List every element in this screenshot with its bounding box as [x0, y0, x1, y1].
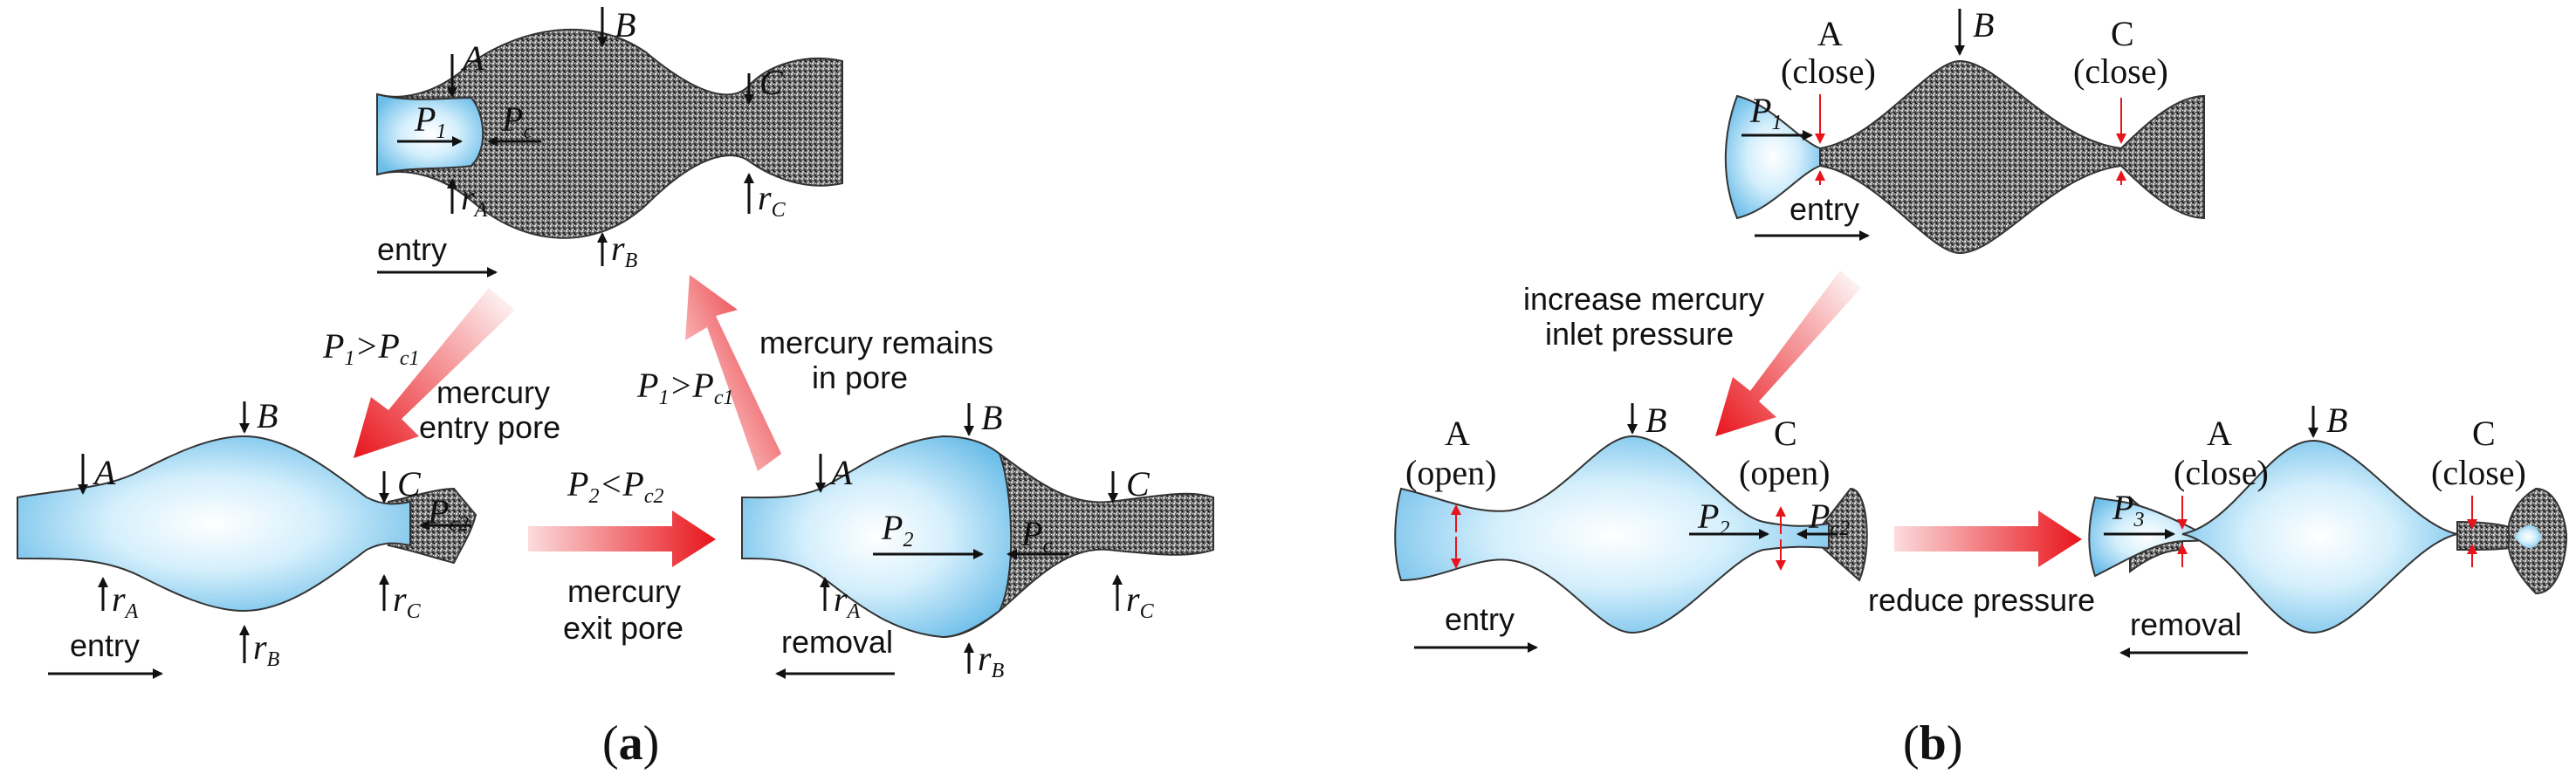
label-b: B	[615, 5, 635, 45]
mercury-tip	[1819, 487, 1868, 582]
red-arrow-down	[354, 288, 515, 458]
pc2: Pc2	[1808, 497, 1850, 540]
pore-a-left: A B C Pc2 rA rB rC entry	[17, 396, 477, 679]
label-c: C	[2111, 14, 2134, 53]
pc: Pc	[501, 99, 532, 143]
label-c: C	[2472, 414, 2496, 453]
red-arrow-right	[1894, 510, 2082, 567]
caption-a: (a)	[602, 716, 659, 771]
arrow-exit-pore: P2<Pc2 mercury exit pore	[528, 464, 716, 646]
p3: P3	[2112, 488, 2144, 531]
rb: rB	[611, 229, 638, 272]
p1: P1	[1749, 91, 1782, 134]
mid-line2: exit pore	[563, 610, 683, 646]
arrow-entry-pore: P1>Pc1 mercury entry pore	[322, 288, 560, 458]
fluid-left	[2088, 496, 2206, 578]
red-arrow-diag	[1715, 271, 1861, 436]
state-a: (close)	[2174, 453, 2269, 492]
label-a: A	[460, 38, 484, 78]
label-c: C	[397, 464, 422, 504]
removal-label: removal	[781, 624, 893, 660]
cond-down: P1>Pc1	[322, 326, 420, 370]
cond-up: P1>Pc1	[636, 366, 734, 409]
fluid-body	[1394, 435, 1830, 634]
pore-b-right: A (close) B C (close) P3 removal	[2088, 401, 2568, 658]
up-line2: in pore	[812, 360, 908, 395]
label-a: A	[1445, 414, 1470, 453]
red-arrow-right	[528, 510, 716, 567]
p2: P2	[1697, 497, 1729, 540]
diag-line2: inlet pressure	[1545, 316, 1734, 352]
p1: P1	[414, 99, 446, 143]
rc: rC	[758, 178, 787, 222]
entry-label: entry	[70, 627, 140, 663]
arrow-mercury-remains: mercury remains in pore P1>Pc1	[636, 275, 993, 471]
red-arrow-up	[685, 275, 781, 471]
diag-line1: increase mercury	[1523, 281, 1764, 317]
panel-a: A B C P1 Pc rA rB rC entry P1>Pc1 mercur…	[17, 5, 1214, 771]
label-c: C	[759, 63, 784, 102]
arrow-reduce-pressure: reduce pressure	[1868, 510, 2095, 618]
down-line2: entry pore	[419, 409, 560, 445]
mercury-gap-c	[2456, 520, 2511, 551]
fluid-body	[741, 435, 1013, 639]
label-c: C	[1774, 414, 1797, 453]
down-line1: mercury	[436, 374, 550, 410]
reduce-label: reduce pressure	[1868, 582, 2095, 618]
mercury-body	[1819, 59, 2205, 255]
state-c: (close)	[2073, 51, 2168, 91]
pore-a-right: A B C P2 Pc rA rB rC removal	[741, 398, 1214, 682]
fluid-body	[2181, 439, 2458, 634]
label-a: A	[2207, 414, 2232, 453]
fluid-body	[1724, 94, 1821, 220]
pc: Pc	[1020, 514, 1052, 558]
state-c: (close)	[2431, 453, 2526, 492]
pore-b-left: A (open) B C (open) P2 Pc2 entry	[1394, 401, 1868, 653]
label-b: B	[1645, 401, 1666, 440]
fluid-body	[376, 92, 484, 176]
rb: rB	[978, 639, 1005, 682]
label-a: A	[1817, 14, 1843, 53]
pc2: Pc2	[427, 492, 469, 536]
label-b: B	[1973, 5, 1994, 45]
fluid-tail	[2514, 524, 2542, 549]
removal-label: removal	[2130, 606, 2242, 642]
state-a: (open)	[1405, 453, 1496, 492]
label-b: B	[257, 396, 278, 435]
caption-b: (b)	[1903, 716, 1962, 771]
label-b: B	[981, 398, 1002, 437]
pore-b-top: A (close) B C (close) P1 entry	[1724, 5, 2205, 255]
cond-mid: P2<Pc2	[567, 464, 664, 508]
entry-label: entry	[1445, 601, 1515, 637]
rc: rC	[1126, 579, 1155, 623]
ra: rA	[834, 579, 861, 623]
ra: rA	[461, 178, 488, 222]
ra: rA	[112, 579, 139, 623]
arrow-increase-pressure: increase mercury inlet pressure	[1523, 271, 1861, 436]
pore-a-top: A B C P1 Pc rA rB rC entry	[376, 5, 843, 277]
state-a: (close)	[1781, 51, 1876, 91]
rb: rB	[253, 627, 280, 671]
rc: rC	[393, 579, 422, 623]
label-b: B	[2326, 401, 2347, 440]
label-a: A	[92, 453, 116, 492]
mercury-body	[376, 28, 843, 239]
entry-label: entry	[1789, 191, 1859, 227]
mid-line1: mercury	[567, 573, 681, 609]
label-c: C	[1126, 464, 1151, 504]
state-c: (open)	[1739, 453, 1830, 492]
fluid-body	[17, 435, 411, 613]
p2: P2	[881, 508, 913, 551]
up-line1: mercury remains	[759, 325, 993, 360]
label-a: A	[828, 453, 853, 492]
panel-b: A (close) B C (close) P1 entry increase …	[1394, 5, 2568, 771]
entry-label: entry	[377, 231, 447, 267]
